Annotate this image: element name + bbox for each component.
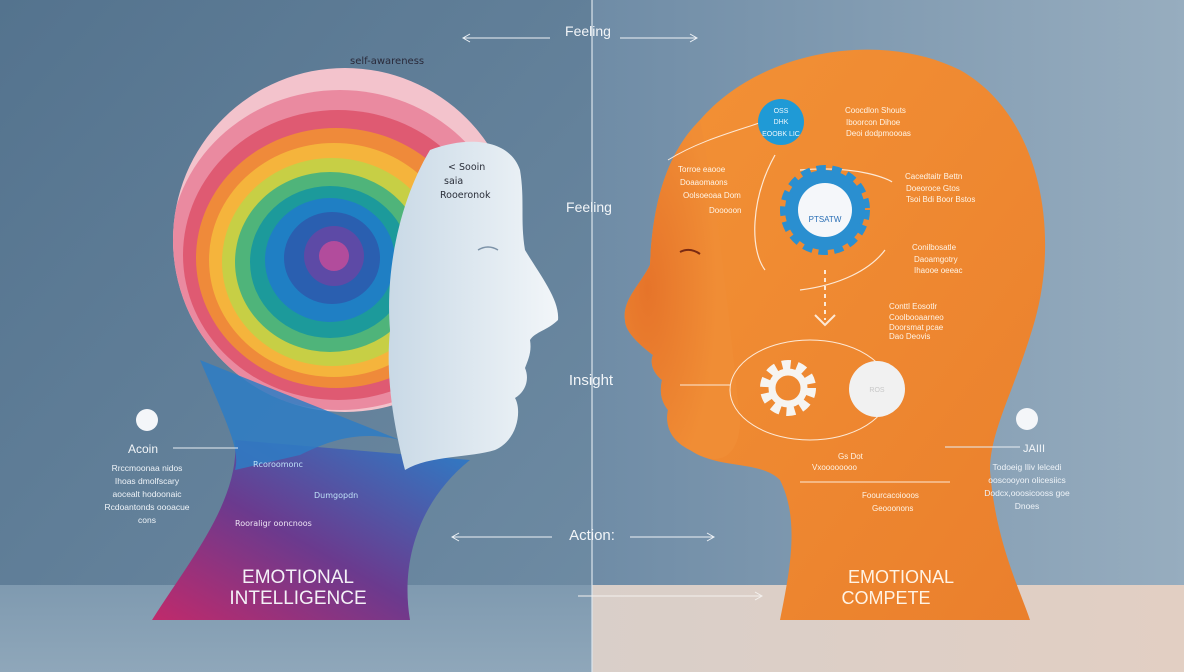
right-head: OSS DHK EOOBK LIC PTSATW ROS Coocdlon Sh… [624,49,1046,620]
neck-text: Gs Dot [838,452,864,461]
face-text: Torroe eaooe [678,165,726,174]
side-text: aocealt hodoonaic [112,489,182,499]
note-icon [1016,408,1038,430]
side-heading: Acoin [128,442,158,456]
neck-text: Vxoooooooo [812,463,857,472]
neck-label: Dumgopdn [314,491,358,500]
block-text: Iboorcon Dihoe [846,118,901,127]
face-text: Dooooon [709,206,741,215]
neck-label: Rcoroomonc [253,460,303,469]
side-text: Dodcx,ooosicooss goe [984,488,1070,498]
block-text: Tsoi Bdi Boor Bstos [906,195,975,204]
side-text: cons [138,515,156,525]
small-bubble-text: ROS [869,387,885,394]
block-heading: Cacedtaitr Bettn [905,172,962,181]
block-text: Doeoroce Gtos [906,184,960,193]
side-text: Ihoas dmolfscary [115,476,180,486]
center-label-action: Action: [569,527,615,544]
left-face [388,141,559,470]
face-text: Oolsoeoaa Dom [683,191,741,200]
blue-bubble [758,99,804,145]
side-text: ooscooyon olicesiics [988,475,1065,485]
block-text: Daoamgotry [914,255,958,264]
gear-label: PTSATW [809,215,842,224]
face-text: Doaaomaons [680,178,728,187]
left-title-line2: INTELLIGENCE [229,588,366,609]
blue-gear-icon: PTSATW [780,165,870,255]
block-text: Doorsmat pcae [889,323,944,332]
left-eye [477,246,499,251]
center-axis: Feeling Feeling Insight Action: [450,23,764,601]
block-text: Ihaooe oeeac [914,266,963,275]
side-text: Todoeig Iliv lelcedi [993,462,1062,472]
block-heading: Conilbosatle [912,243,957,252]
center-label-feeling: Feeling [566,199,612,215]
side-text: Rcdoantonds oooacue [104,502,189,512]
center-label-insight: Insight [569,372,614,389]
temple-label: Rooeronok [440,190,491,201]
right-side-note: JAIII Todoeig Iliv lelcedi ooscooyon oli… [945,408,1070,511]
block-heading: Conttl Eosotlr [889,302,937,311]
right-silhouette [624,49,1046,620]
left-title-line1: EMOTIONAL [242,567,354,588]
left-neck [152,440,470,620]
temple-label: < Sooin [448,162,485,173]
center-label-top: Feeling [565,23,611,39]
neck-label: Rooraligr ooncnoos [235,519,312,528]
neck-text: Foourcacoiooos [862,491,919,500]
right-title-line1: EMOTIONAL [848,567,954,587]
side-text: Rrccmoonaa nidos [112,463,183,473]
temple-label: saia [444,176,463,187]
left-head: self-awareness < Sooin saia Rooeronok Rc… [152,56,559,620]
right-eye [679,248,701,255]
bubble-text: OSS [774,108,789,115]
right-title-line2: COMPETE [841,588,930,608]
block-text: Deoi dodpmoooas [846,129,911,138]
block-text: Coolbooaarneo [889,313,944,322]
white-bubble [849,361,905,417]
right-face [624,120,740,459]
side-heading: JAIII [1023,443,1045,455]
block-text: Dao Deovis [889,332,930,341]
crown-label: self-awareness [350,56,424,67]
bubble-text: EOOBK LIC [762,131,800,138]
side-text: Dnoes [1015,501,1040,511]
left-side-note: Acoin Rrccmoonaa nidos Ihoas dmolfscary … [104,409,238,525]
note-icon [136,409,158,431]
block-heading: Coocdlon Shouts [845,106,906,115]
white-gear-icon [760,360,816,416]
bubble-text: DHK [774,119,789,126]
neck-text: Geooonons [872,504,913,513]
